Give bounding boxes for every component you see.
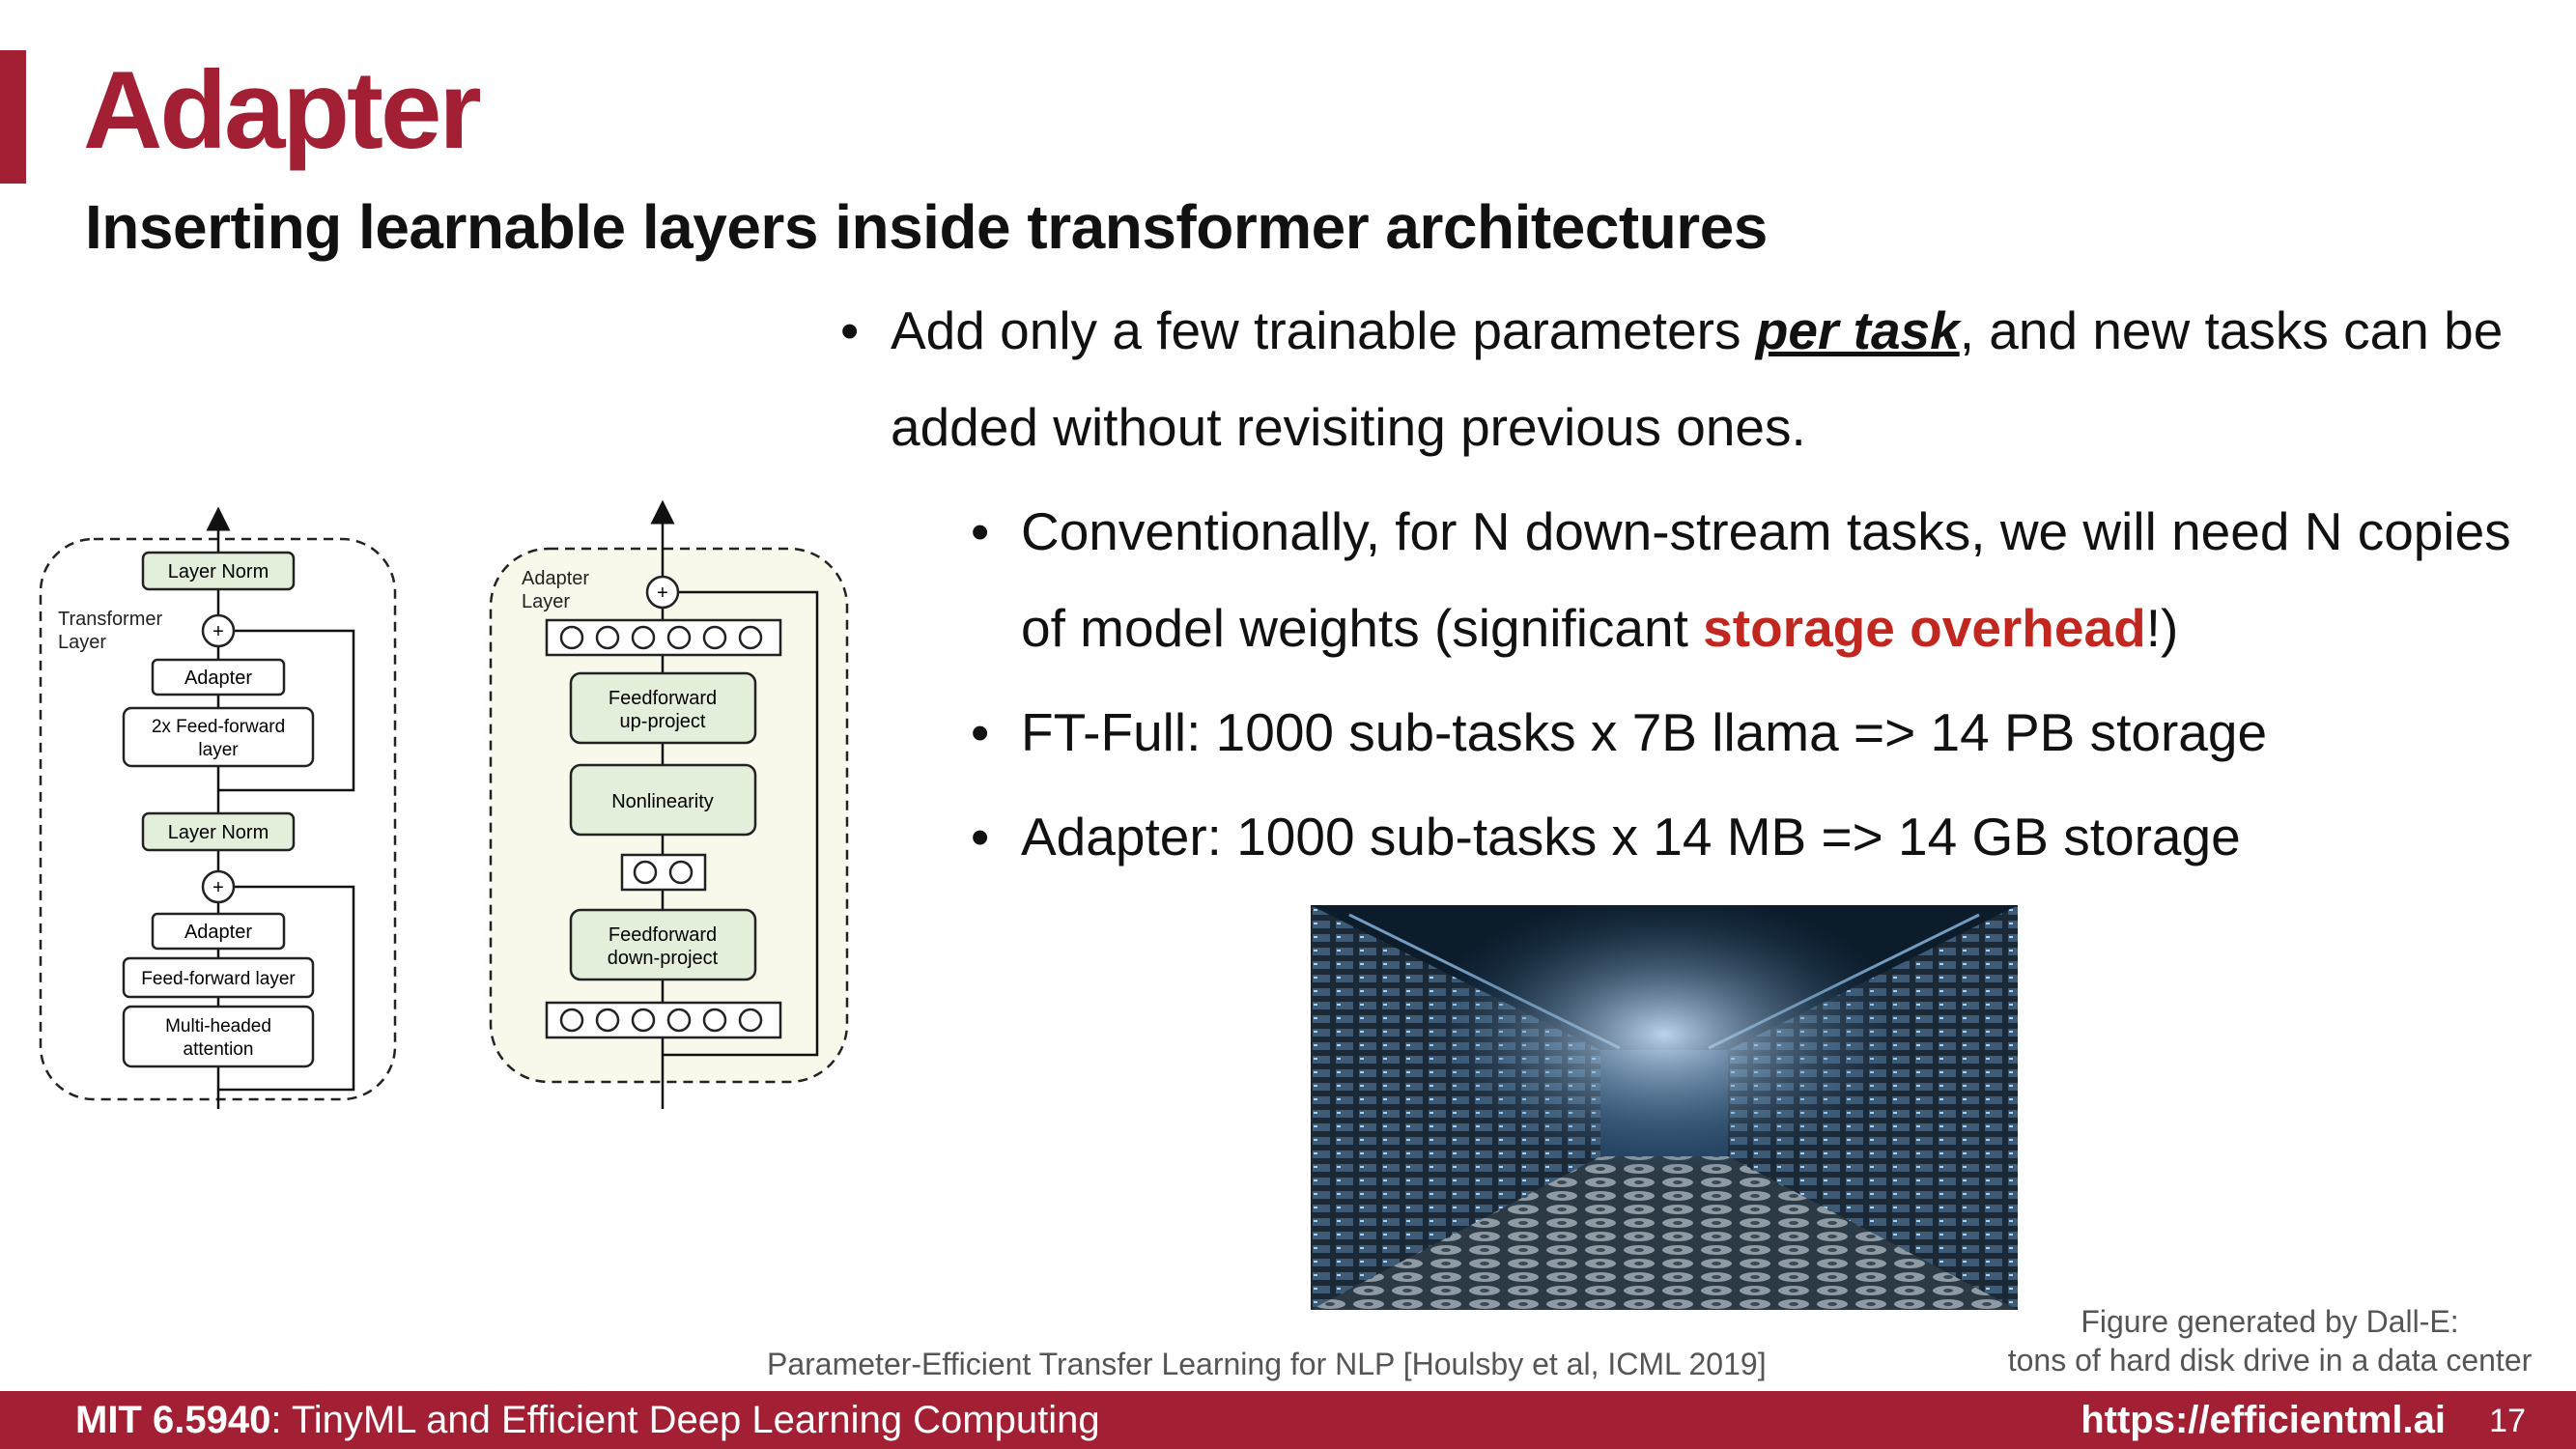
down-project-label: Feedforward xyxy=(609,924,717,946)
adapter-layer-label: Layer xyxy=(522,591,570,612)
adapter-architecture-diagram: Transformer Layer Layer Norm + Adapter 2… xyxy=(39,499,849,1109)
bullet-text: Add only a few trainable parameters xyxy=(891,300,1756,360)
residual-connection-bottom xyxy=(218,885,355,1092)
down-project-box xyxy=(569,908,757,981)
add-symbol: + xyxy=(212,621,224,642)
bullet-adapter-storage: • Adapter: 1000 sub-tasks x 14 MB => 14 … xyxy=(971,788,2560,885)
ffn-box xyxy=(122,956,315,999)
figure-caption-line: tons of hard disk drive in a data center xyxy=(2007,1343,2533,1378)
bullet-dot: • xyxy=(840,300,860,360)
mha-label: Multi-headed xyxy=(165,1016,271,1037)
neuron xyxy=(738,1008,763,1033)
bullet-conventional-copies: • Conventionally, for N down-stream task… xyxy=(971,483,2560,676)
adapter-top-label: Adapter xyxy=(184,668,252,689)
layer-norm-top-box xyxy=(141,551,296,591)
bullet-dot: • xyxy=(971,702,990,762)
storage-overhead-emphasis: storage overhead xyxy=(1703,598,2146,658)
add-node-mid xyxy=(201,869,236,904)
neuron xyxy=(666,625,692,650)
course-url-link[interactable]: https://efficientml.ai xyxy=(2081,1399,2446,1441)
nonlinearity-label: Nonlinearity xyxy=(611,791,714,812)
up-project-label: up-project xyxy=(620,711,706,732)
layer-norm-top-label: Layer Norm xyxy=(168,561,269,582)
bullet-dot: • xyxy=(971,501,990,561)
neuron xyxy=(668,860,694,885)
neuron xyxy=(631,1008,656,1033)
data-center-image xyxy=(1311,905,2018,1310)
bullet-dot: • xyxy=(971,807,990,867)
footer-bar: MIT 6.5940: TinyML and Efficient Deep Le… xyxy=(0,1391,2576,1449)
transformer-layer-label: Layer xyxy=(58,632,106,653)
bullet-trainable-params: • Add only a few trainable parameters pe… xyxy=(840,282,2560,475)
course-code: MIT 6.5940 xyxy=(75,1399,271,1441)
adapter-layer-diagram: Adapter Layer + Feedforward up-project N… xyxy=(489,499,849,1109)
down-project-label: down-project xyxy=(608,948,719,969)
ffn-2x-label: 2x Feed-forward xyxy=(152,717,285,737)
neuron xyxy=(631,625,656,650)
bullet-list: • Add only a few trainable parameters pe… xyxy=(840,282,2560,885)
add-node-top xyxy=(201,613,236,648)
bullet-ft-full: • FT-Full: 1000 sub-tasks x 7B llama => … xyxy=(971,684,2560,781)
neuron xyxy=(559,1008,584,1033)
light-glow xyxy=(1311,905,2018,1310)
ffn-label: Feed-forward layer xyxy=(141,969,296,989)
bullet-text: Adapter: 1000 sub-tasks x 14 MB => 14 GB… xyxy=(1021,807,2241,867)
neuron xyxy=(559,625,584,650)
adapter-bottom-label: Adapter xyxy=(184,922,252,943)
adapter-skip-connection xyxy=(663,590,819,1057)
mha-label: attention xyxy=(184,1039,254,1060)
slide-title: Adapter xyxy=(83,49,482,172)
add-symbol: + xyxy=(212,877,224,898)
residual-connection-top xyxy=(218,629,355,792)
page-number: 17 xyxy=(2489,1403,2526,1439)
layer-norm-mid-box xyxy=(141,811,296,852)
transformer-layer-diagram: Transformer Layer Layer Norm + Adapter 2… xyxy=(39,506,397,1109)
neuron xyxy=(595,625,620,650)
neuron xyxy=(633,860,658,885)
course-name: : TinyML and Efficient Deep Learning Com… xyxy=(270,1399,1100,1441)
neuron xyxy=(702,625,727,650)
figure-caption: Figure generated by Dall-E: tons of hard… xyxy=(1980,1302,2560,1379)
adapter-add-node xyxy=(645,575,680,610)
ffn-2x-box xyxy=(122,706,315,768)
title-accent-bar xyxy=(0,50,26,184)
bullet-text: Conventionally, for N down-stream tasks,… xyxy=(1021,501,2511,658)
layer-norm-mid-label: Layer Norm xyxy=(168,822,269,843)
add-symbol: + xyxy=(657,582,668,604)
adapter-bottom-box xyxy=(151,912,286,951)
figure-caption-line: Figure generated by Dall-E: xyxy=(2081,1304,2459,1339)
ffn-2x-label: layer xyxy=(198,740,239,760)
neuron xyxy=(595,1008,620,1033)
neuron xyxy=(738,625,763,650)
adapter-layer-label: Adapter xyxy=(522,568,589,589)
neuron xyxy=(702,1008,727,1033)
transformer-layer-label: Transformer xyxy=(58,609,163,630)
nonlinearity-box xyxy=(569,763,757,837)
adapter-top-box xyxy=(151,658,286,696)
neuron xyxy=(666,1008,692,1033)
course-title: MIT 6.5940: TinyML and Efficient Deep Le… xyxy=(75,1399,1100,1442)
bullet-text: , and new tasks can be added without rev… xyxy=(891,300,2504,457)
mha-box xyxy=(122,1005,315,1068)
bullet-text: !) xyxy=(2145,598,2179,658)
slide-subtitle: Inserting learnable layers inside transf… xyxy=(85,192,1768,262)
paper-reference: Parameter-Efficient Transfer Learning fo… xyxy=(767,1347,1767,1381)
up-project-box xyxy=(569,671,757,745)
up-project-label: Feedforward xyxy=(609,688,717,709)
bullet-text: FT-Full: 1000 sub-tasks x 7B llama => 14… xyxy=(1021,702,2268,762)
per-task-emphasis: per task xyxy=(1755,300,1960,360)
